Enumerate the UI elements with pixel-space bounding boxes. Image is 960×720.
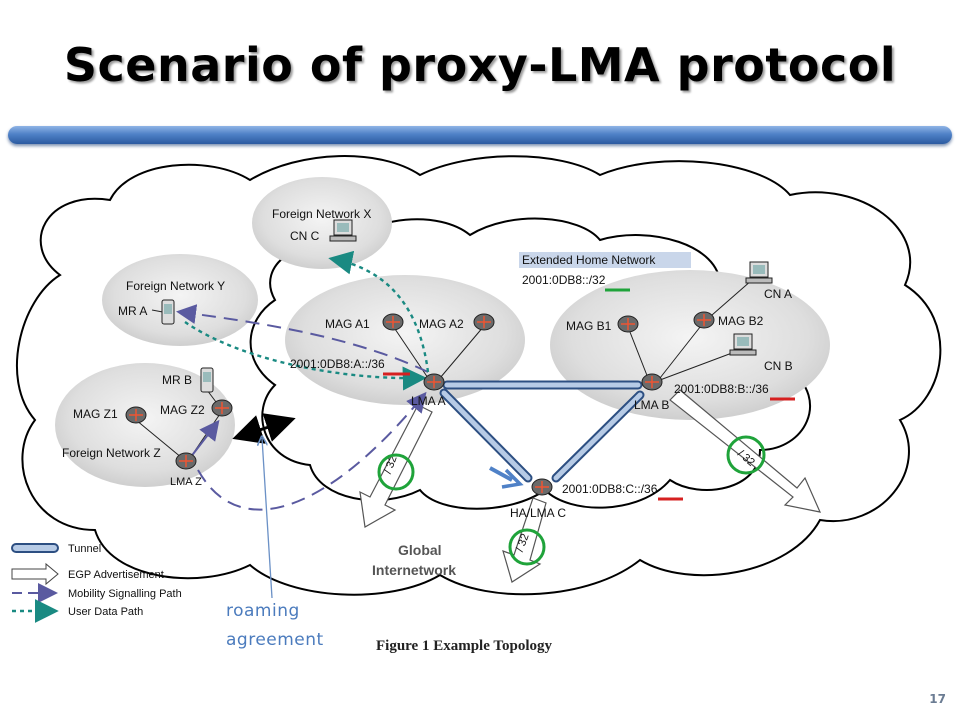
mag-b1-label: MAG B1 — [566, 319, 612, 333]
global-internetwork-label-line1: Global — [398, 542, 442, 558]
global-internetwork-label-line2: Internetwork — [372, 562, 456, 578]
egp-highlight-circle-c — [508, 528, 546, 566]
router-icon-mag-b1 — [617, 315, 639, 333]
extended-home-network-label: Extended Home Network — [522, 253, 656, 267]
roaming-annotation-line2: agreement — [226, 630, 324, 650]
router-icon-lma-z — [175, 452, 197, 470]
cn-a-label: CN A — [764, 287, 792, 301]
foreign-network-x-label: Foreign Network X — [272, 207, 371, 221]
router-icon-mag-a2 — [473, 313, 495, 331]
legend-egp-label: EGP Advertisement — [68, 569, 164, 581]
ha-lma-c-label: HA/LMA C — [510, 506, 566, 520]
egp-arrow-lma-a — [359, 404, 433, 528]
roaming-annotation-pointer — [262, 438, 273, 599]
mobile-device-icon-mr-a — [161, 299, 175, 325]
ha-lma-c-pointer-head — [501, 468, 524, 489]
legend-tunnel-label: Tunnel — [68, 543, 101, 555]
figure-caption: Figure 1 Example Topology — [376, 638, 553, 654]
user-data-path-to-cn-c — [328, 250, 430, 373]
extended-home-network-highlight — [519, 252, 691, 268]
router-icon-lma-a — [423, 373, 445, 391]
roaming-agreement-annotation: roaming agreement — [226, 597, 324, 655]
ha-lma-c-pointer-arrow — [489, 466, 513, 482]
router-icon-mag-a1 — [382, 313, 404, 331]
mobile-device-icon-mr-b — [200, 367, 214, 393]
mr-b-label: MR B — [162, 373, 192, 387]
computer-icon-cn-c — [329, 219, 357, 242]
page-number: 17 — [929, 692, 946, 706]
computer-icon-cn-b — [729, 333, 757, 356]
mag-a2-label: MAG A2 — [419, 317, 464, 331]
prefix-a-label: 2001:0DB8:A::/36 — [290, 357, 385, 371]
roaming-annotation-line1: roaming — [226, 601, 300, 621]
router-icon-mag-b2 — [693, 311, 715, 329]
mag-a1-label: MAG A1 — [325, 317, 370, 331]
router-icon-mag-z2 — [211, 399, 233, 417]
egp-32-label-c: / 32 — [514, 532, 532, 553]
mr-a-label: MR A — [118, 304, 147, 318]
router-icon-ha-lma-c — [531, 478, 553, 496]
router-icon-mag-z1 — [125, 406, 147, 424]
lma-z-label: LMA Z — [170, 476, 202, 488]
lma-a-label: LMA A — [411, 394, 446, 408]
mobility-path-lma-a-to-mr-a — [176, 304, 429, 373]
cn-c-label: CN C — [290, 229, 320, 243]
tunnel-lma-a-ha-lma-c — [439, 388, 533, 483]
foreign-network-y-cloud — [102, 254, 258, 346]
mag-z2-label: MAG Z2 — [160, 403, 205, 417]
mobility-path-mag-z2 — [189, 419, 220, 459]
foreign-network-y-label: Foreign Network Y — [126, 279, 225, 293]
legend-user-data-label: User Data Path — [68, 606, 143, 618]
computer-icon-cn-a — [745, 261, 773, 284]
legend-egp: EGP Advertisement — [11, 562, 164, 586]
prefix-b-label: 2001:0DB8:B::/36 — [674, 382, 769, 396]
cn-b-label: CN B — [764, 359, 793, 373]
mag-z1-label: MAG Z1 — [73, 407, 118, 421]
title-underline-bar — [8, 126, 952, 144]
lma-b-label: LMA B — [634, 398, 669, 412]
legend-mobility: Mobility Signalling Path — [12, 583, 182, 603]
egp-highlight-circle-b — [726, 435, 766, 475]
tunnel-lma-b-ha-lma-c — [551, 390, 645, 483]
mobility-path-lma-z-to-lma-a — [197, 391, 427, 511]
extended-prefix-label: 2001:0DB8::/32 — [522, 273, 606, 287]
foreign-network-z-label: Foreign Network Z — [62, 446, 161, 460]
legend-mobility-label: Mobility Signalling Path — [68, 588, 182, 600]
legend-user-data: User Data Path — [12, 599, 143, 623]
legend: Tunnel EGP Advertisement Mobility Signal… — [11, 543, 182, 623]
foreign-network-x-cloud — [252, 177, 392, 269]
lma-a-network-cloud — [285, 275, 525, 405]
user-data-path-from-mr-a — [184, 321, 427, 391]
prefix-c-label: 2001:0DB8:C::/36 — [562, 482, 658, 496]
slide-title: Scenario of proxy-LMA protocol — [63, 38, 897, 92]
roaming-agreement-arrow — [232, 413, 296, 444]
egp-arrow-lma-b — [669, 389, 822, 513]
egp-highlight-circle-a — [377, 453, 415, 491]
mag-b2-label: MAG B2 — [718, 314, 764, 328]
legend-tunnel: Tunnel — [11, 543, 101, 555]
router-icon-lma-b — [641, 373, 663, 391]
